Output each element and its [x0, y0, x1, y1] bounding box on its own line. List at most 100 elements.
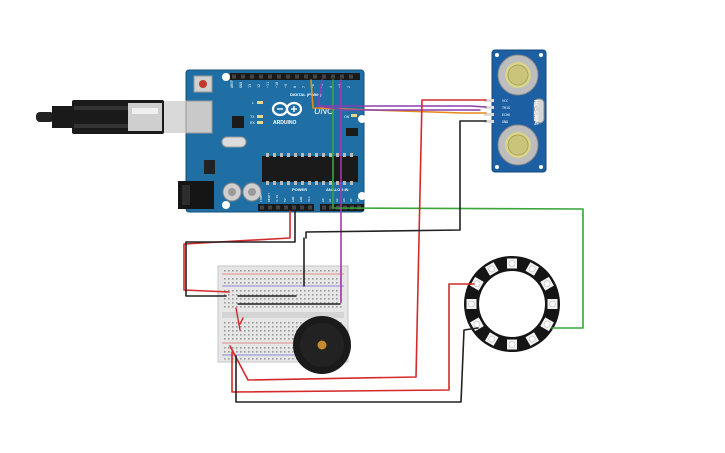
breadboard-hole: [252, 282, 254, 284]
breadboard-hole: [260, 334, 262, 336]
breadboard-hole: [276, 306, 278, 308]
breadboard-hole: [292, 351, 294, 353]
breadboard-hole: [328, 298, 330, 300]
breadboard-hole: [272, 294, 274, 296]
breadboard-hole: [312, 298, 314, 300]
pin-label-a1: A1: [328, 198, 332, 202]
breadboard-hole: [304, 294, 306, 296]
breadboard-hole: [288, 338, 290, 340]
pin-label-5v: 5V: [283, 198, 287, 202]
breadboard-hole: [248, 322, 250, 324]
breadboard-hole: [236, 330, 238, 332]
breadboard-hole: [236, 351, 238, 353]
breadboard-hole: [272, 290, 274, 292]
breadboard-hole: [324, 302, 326, 304]
neopixel-led: [484, 332, 499, 346]
breadboard-hole: [248, 326, 250, 328]
pin-label-d13: 13: [248, 84, 252, 88]
breadboard-hole: [248, 294, 250, 296]
breadboard-hole: [284, 298, 286, 300]
breadboard-hole: [256, 290, 258, 292]
breadboard-hole: [240, 294, 242, 296]
breadboard-hole: [320, 302, 322, 304]
breadboard-hole: [272, 330, 274, 332]
breadboard-hole: [284, 338, 286, 340]
breadboard-hole: [224, 290, 226, 292]
breadboard-hole: [300, 278, 302, 280]
uno-model-label: UNO: [314, 106, 334, 116]
arduino-logo-icon: [271, 101, 303, 117]
breadboard-hole: [224, 270, 226, 272]
breadboard-hole: [268, 278, 270, 280]
pin-label-d5: ~5: [320, 84, 324, 88]
breadboard-hole: [288, 282, 290, 284]
breadboard-hole: [284, 282, 286, 284]
on-led: [351, 114, 357, 117]
l-led: [257, 101, 263, 104]
breadboard-hole: [236, 302, 238, 304]
wires[interactable]: [183, 79, 584, 403]
sensor-pin-vcc: VCC: [502, 99, 508, 103]
breadboard-hole: [228, 278, 230, 280]
breadboard-hole: [228, 322, 230, 324]
breadboard-hole: [288, 351, 290, 353]
breadboard-hole: [300, 306, 302, 308]
breadboard-hole: [312, 270, 314, 272]
breadboard-hole: [264, 282, 266, 284]
breadboard-hole: [256, 347, 258, 349]
breadboard-hole: [228, 302, 230, 304]
breadboard-hole: [308, 278, 310, 280]
breadboard-hole: [232, 330, 234, 332]
breadboard-hole: [324, 298, 326, 300]
arduino-uno-board[interactable]: AREF GND 13 12 ~11 ~10 ~9 8 7 ~6 ~5 4 ~3…: [178, 69, 366, 213]
breadboard-hole: [292, 306, 294, 308]
breadboard-hole: [280, 338, 282, 340]
tx-led: [257, 115, 263, 118]
breadboard-hole: [236, 298, 238, 300]
breadboard-hole: [300, 294, 302, 296]
breadboard-hole: [336, 278, 338, 280]
breadboard-hole: [292, 270, 294, 272]
breadboard-hole: [272, 270, 274, 272]
breadboard-hole: [276, 294, 278, 296]
breadboard-hole: [256, 326, 258, 328]
breadboard-hole: [276, 290, 278, 292]
neopixel-ring[interactable]: [464, 256, 560, 352]
breadboard-hole: [268, 282, 270, 284]
breadboard-hole: [232, 334, 234, 336]
breadboard-hole: [232, 306, 234, 308]
breadboard-hole: [260, 278, 262, 280]
usb-controller-chip: [232, 116, 244, 128]
breadboard-hole: [304, 306, 306, 308]
breadboard-hole: [320, 306, 322, 308]
breadboard-hole: [228, 294, 230, 296]
on-led-label: ON: [344, 115, 350, 119]
breadboard-hole: [328, 282, 330, 284]
sensor-model-label: HC-SR04: [532, 100, 539, 126]
breadboard-hole: [276, 338, 278, 340]
piezo-buzzer[interactable]: [293, 316, 351, 374]
breadboard-hole: [300, 282, 302, 284]
breadboard-hole: [248, 338, 250, 340]
ultrasonic-sensor[interactable]: HC-SR04 VCC TRIG ECHO GND: [484, 49, 547, 173]
neopixel-led: [525, 262, 540, 276]
breadboard-hole: [320, 282, 322, 284]
breadboard-hole: [232, 270, 234, 272]
usb-cable[interactable]: [36, 100, 190, 134]
breadboard-hole: [328, 294, 330, 296]
pin-label-ioref: IOREF: [259, 193, 263, 202]
breadboard-hole: [252, 306, 254, 308]
breadboard-hole: [316, 282, 318, 284]
breadboard-hole: [332, 282, 334, 284]
breadboard-hole: [316, 278, 318, 280]
breadboard-hole: [332, 298, 334, 300]
breadboard-hole: [256, 270, 258, 272]
breadboard-hole: [308, 290, 310, 292]
breadboard-hole: [284, 270, 286, 272]
pin-label-gnd: GND: [239, 82, 243, 88]
breadboard-holes: [224, 270, 342, 360]
breadboard-hole: [276, 278, 278, 280]
breadboard-hole: [264, 326, 266, 328]
